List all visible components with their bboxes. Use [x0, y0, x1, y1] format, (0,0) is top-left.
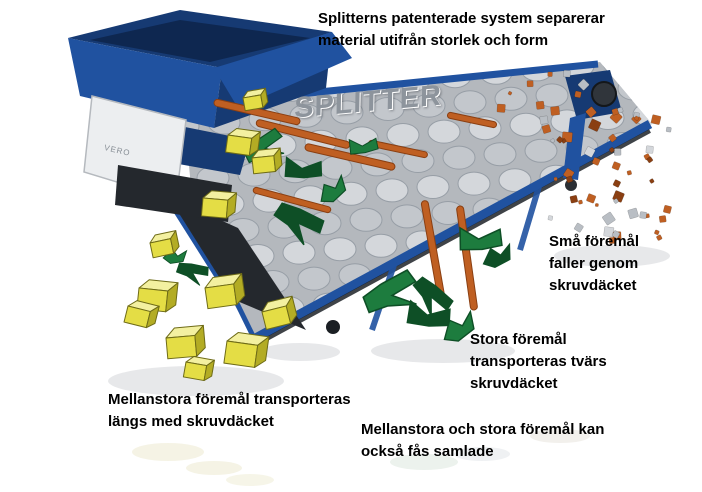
- debris-pile: [496, 70, 672, 244]
- annotation-collected-objects: Mellanstora och stora föremål kan också …: [361, 421, 605, 460]
- green-objects: [162, 127, 511, 342]
- heading-annotation: Splitterns patenterade system separerar …: [318, 10, 605, 49]
- ground-shadows: [108, 245, 670, 396]
- yellow-objects: [123, 87, 298, 382]
- annotation-small-objects: Små föremål faller genom skruvdäcket: [549, 233, 640, 294]
- machine-hopper: [68, 10, 352, 222]
- annotation-large-objects: Stora föremål transporteras tvärs skruvd…: [470, 331, 607, 392]
- annotation-medium-objects: Mellanstora föremål transporteras längs …: [108, 391, 351, 430]
- floor-reflections: [132, 429, 590, 486]
